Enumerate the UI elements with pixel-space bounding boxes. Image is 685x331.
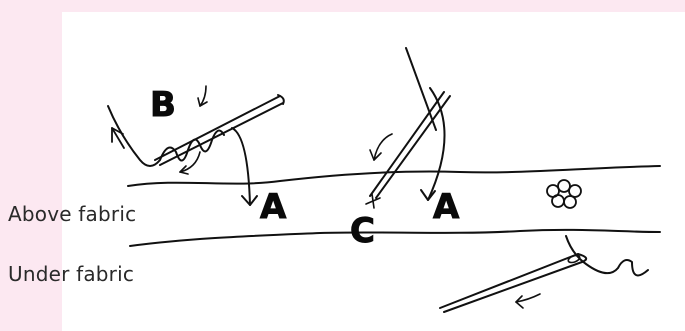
needle-left-icon xyxy=(154,94,285,166)
needle-middle-icon xyxy=(365,47,451,209)
thread-wraps xyxy=(107,105,225,167)
needle-under-icon xyxy=(439,253,588,313)
point-b-label: B xyxy=(150,85,177,125)
thread-to-a-left xyxy=(231,127,251,206)
above-fabric-label: Above fabric xyxy=(8,202,137,226)
thread-tail-arrowhead xyxy=(111,127,124,143)
thread-tail-under xyxy=(565,235,649,277)
arrowhead-a-right xyxy=(420,189,436,201)
thread-loop-middle xyxy=(427,87,446,201)
french-knot-icon xyxy=(546,179,582,209)
curve-arrow-under xyxy=(515,293,541,303)
drawing-panel xyxy=(62,12,685,331)
point-c-label: C xyxy=(350,211,376,251)
thread-tail-arrow xyxy=(111,127,125,149)
small-down-arrowhead xyxy=(197,97,208,107)
arrowhead-a-left xyxy=(241,195,258,206)
fabric-top-edge xyxy=(127,165,661,187)
thread-curl-arrow xyxy=(179,151,201,173)
curve-arrow-middle xyxy=(373,133,393,161)
curve-arrowhead-under xyxy=(515,295,524,309)
thread-curl-arrowhead xyxy=(179,165,189,175)
curve-arrowhead-middle xyxy=(369,149,382,161)
under-fabric-label: Under fabric xyxy=(8,262,135,286)
point-a-right-label: A xyxy=(432,187,460,227)
fabric-bottom-edge xyxy=(129,228,661,247)
point-a-left-label: A xyxy=(259,187,287,227)
